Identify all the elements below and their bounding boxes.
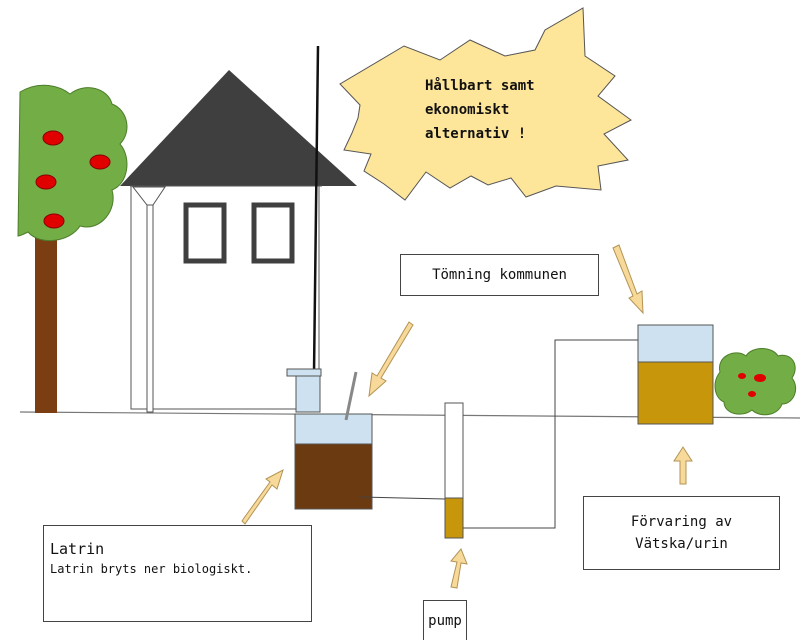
house (120, 45, 357, 413)
label-latrin: Latrin Latrin bryts ner biologiskt. (43, 525, 312, 622)
callout-line-2: ekonomiskt (425, 102, 510, 118)
pipe-pump-to-storage (463, 339, 638, 529)
arrow-storage-up (673, 446, 693, 485)
label-latrin-title: Latrin (50, 540, 105, 558)
pump-column (444, 402, 464, 539)
arrow-pump-up (450, 548, 468, 589)
tree-trunk (35, 236, 57, 413)
berry (754, 374, 766, 382)
latrine-tank-liquid-top (294, 413, 373, 445)
downpipe (146, 204, 154, 413)
toilet-body (295, 375, 321, 413)
vent-pipe (312, 45, 320, 374)
label-pump: pump (423, 600, 467, 640)
apple (89, 154, 111, 170)
apple (43, 213, 65, 229)
label-latrin-description: Latrin bryts ner biologiskt. (50, 562, 253, 576)
window-left (183, 202, 227, 264)
pipe-latrine-to-pump (359, 496, 446, 500)
latrine-inlet-pipe (344, 371, 358, 421)
starburst-callout (339, 7, 632, 201)
arrows (241, 244, 693, 589)
berry (748, 391, 756, 397)
apple (35, 174, 57, 190)
storage-tank-urine (637, 361, 714, 425)
tree (17, 84, 128, 413)
label-forvaring-line-2: Vätska/urin (635, 536, 728, 552)
label-forvaring: Förvaring av Vätska/urin (583, 496, 780, 570)
bush-foliage (714, 348, 797, 416)
latrine-tank-sludge (294, 443, 373, 510)
callout-line-1: Hållbart samt (425, 78, 535, 94)
apple (42, 130, 64, 146)
window-right (251, 202, 295, 264)
berry (738, 373, 746, 379)
callout-line-3: alternativ ! (425, 126, 527, 142)
storage-tank (637, 324, 714, 425)
pump-liquid (444, 497, 464, 539)
tree-foliage (17, 84, 128, 242)
bush (714, 348, 797, 416)
house-roof (120, 70, 357, 186)
toilet-seat (286, 368, 322, 377)
label-tomning-kommunen: Tömning kommunen (400, 254, 599, 296)
latrine-tank (294, 371, 373, 510)
callout-text: Hållbart samt ekonomiskt alternativ ! (425, 74, 575, 146)
label-forvaring-line-1: Förvaring av (630, 514, 733, 530)
arrow-latrine-label (241, 468, 284, 525)
arrow-to-storage (612, 244, 644, 315)
arrow-to-latrine (368, 321, 414, 398)
storage-tank-liquid-top (637, 324, 714, 363)
